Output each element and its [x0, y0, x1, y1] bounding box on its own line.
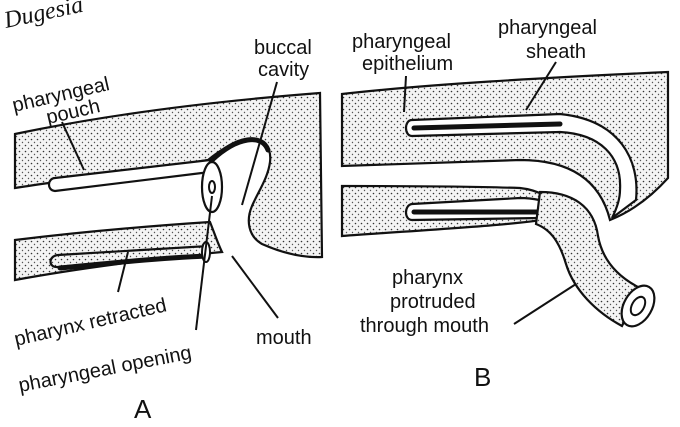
label-pharyngeal-opening: pharyngeal opening [17, 342, 194, 397]
panel-b-letter: B [474, 362, 491, 392]
label-buccal-cavity-2: cavity [258, 59, 309, 81]
label-pharynx-protruded-2: protruded [390, 291, 476, 313]
header-fragment: Dugesia [1, 0, 86, 34]
panel-a: pharyngeal pouch buccal cavity pharynx r… [10, 37, 322, 424]
pharyngeal-opening-hole [209, 181, 215, 193]
label-mouth-a: mouth [256, 327, 312, 349]
label-pharyngeal-sheath-1: pharyngeal [498, 17, 597, 39]
panel-b: pharyngeal epithelium pharyngeal sheath … [342, 17, 668, 392]
leader-pharynx-protruded [514, 284, 576, 324]
label-pharyngeal-epithelium-2: epithelium [362, 53, 453, 75]
leader-mouth [232, 256, 278, 318]
label-pharynx-protruded-1: pharynx [392, 267, 463, 289]
label-pharyngeal-epithelium-1: pharyngeal [352, 31, 451, 53]
label-pharynx-retracted: pharynx retracted [12, 294, 169, 350]
panel-a-letter: A [134, 394, 152, 424]
label-pharynx-protruded-3: through mouth [360, 315, 489, 337]
leader-pharyngeal-opening [196, 196, 212, 330]
label-buccal-cavity-1: buccal [254, 37, 312, 59]
label-pharyngeal-sheath-2: sheath [526, 41, 586, 63]
